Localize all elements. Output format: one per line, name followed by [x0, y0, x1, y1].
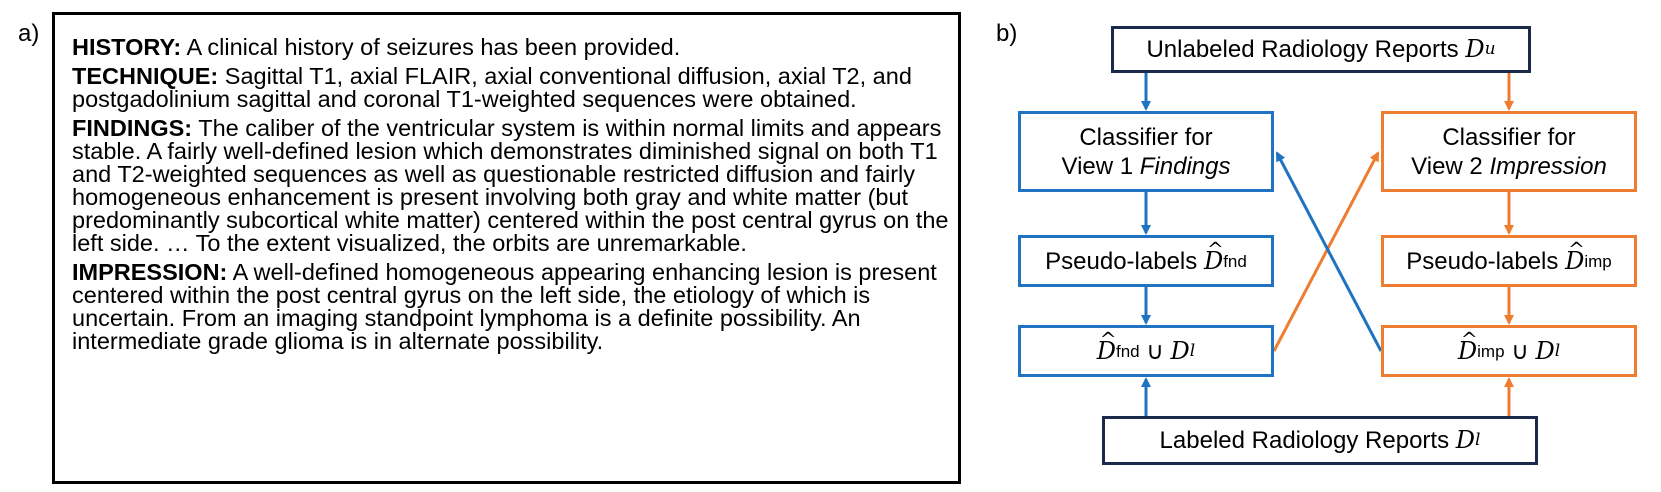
unlabeled-set-symbol: D [1465, 35, 1485, 63]
findings-section: FINDINGS: The caliber of the ventricular… [72, 115, 952, 256]
set-letter: D [1565, 246, 1585, 275]
union2-operator: ∪ [1504, 337, 1536, 365]
technique-heading: TECHNIQUE: [72, 63, 219, 89]
union1-labeled-subscript: l [1189, 340, 1196, 361]
pseudo-impression-subscript: imp [1584, 251, 1612, 271]
history-heading: HISTORY: [72, 34, 182, 60]
classifier-view2-node: Classifier for View 2 Impression [1381, 111, 1637, 192]
classifier-view1-line2: View 1 [1061, 152, 1140, 180]
impression-text: A well-defined homogeneous appearing enh… [72, 259, 937, 354]
hat-mark: ^ [1099, 326, 1117, 351]
panel-label-b: b) [996, 20, 1018, 47]
classifier-view2-line1: Classifier for [1442, 123, 1576, 151]
classifier-view2-impression: Impression [1489, 152, 1607, 180]
technique-section: TECHNIQUE: Sagittal T1, axial FLAIR, axi… [72, 63, 952, 112]
arrow-union1-to-cls2 [1272, 151, 1380, 352]
labeled-set-subscript: l [1475, 430, 1481, 450]
union1-labeled-symbol: D [1170, 336, 1190, 365]
hat-mark: ^ [1568, 236, 1585, 261]
set-letter: D [1096, 336, 1116, 365]
findings-heading: FINDINGS: [72, 115, 193, 141]
unlabeled-set-subscript: u [1484, 39, 1496, 59]
technique-text: Sagittal T1, axial FLAIR, axial conventi… [72, 63, 912, 112]
union2-subscript: imp [1477, 341, 1505, 361]
union2-labeled-symbol: D [1535, 336, 1555, 365]
union1-operator: ∪ [1139, 337, 1171, 365]
pseudo-findings-subscript: fnd [1223, 251, 1247, 271]
classifier-view2-line2: View 2 [1411, 152, 1490, 180]
panel-label-a: a) [18, 20, 40, 47]
union2-symbol: ^D [1457, 327, 1478, 366]
set-letter: D [1457, 336, 1478, 365]
classifier-view1-line1: Classifier for [1079, 123, 1213, 151]
history-section: HISTORY: A clinical history of seizures … [72, 34, 952, 60]
pseudo-impression-symbol: ^D [1565, 237, 1585, 276]
radiology-report-text: HISTORY: A clinical history of seizures … [72, 34, 952, 359]
pseudo-labels-impression-label: Pseudo-labels [1406, 247, 1559, 275]
impression-heading: IMPRESSION: [72, 259, 228, 285]
pseudo-labels-findings-label: Pseudo-labels [1045, 247, 1198, 275]
labeled-set-symbol: D [1455, 426, 1475, 454]
impression-section: IMPRESSION: A well-defined homogeneous a… [72, 259, 952, 354]
hat-mark: ^ [1460, 326, 1478, 351]
labeled-reports-label: Labeled Radiology Reports [1159, 427, 1450, 454]
hat-mark: ^ [1206, 236, 1224, 261]
classifier-view1-findings: Findings [1139, 152, 1231, 180]
union1-subscript: fnd [1116, 341, 1140, 361]
history-text: A clinical history of seizures has been … [181, 34, 681, 60]
radiology-report-box: HISTORY: A clinical history of seizures … [52, 12, 961, 484]
findings-text: The caliber of the ventricular system is… [72, 115, 949, 256]
unlabeled-reports-label: Unlabeled Radiology Reports [1146, 36, 1459, 63]
pseudo-findings-symbol: ^D [1203, 237, 1224, 276]
classifier-view1-node: Classifier for View 1 Findings [1018, 111, 1274, 192]
union2-labeled-subscript: l [1554, 340, 1561, 361]
union1-symbol: ^D [1096, 327, 1117, 366]
set-letter: D [1203, 246, 1224, 275]
arrow-union2-to-cls1 [1275, 151, 1383, 352]
